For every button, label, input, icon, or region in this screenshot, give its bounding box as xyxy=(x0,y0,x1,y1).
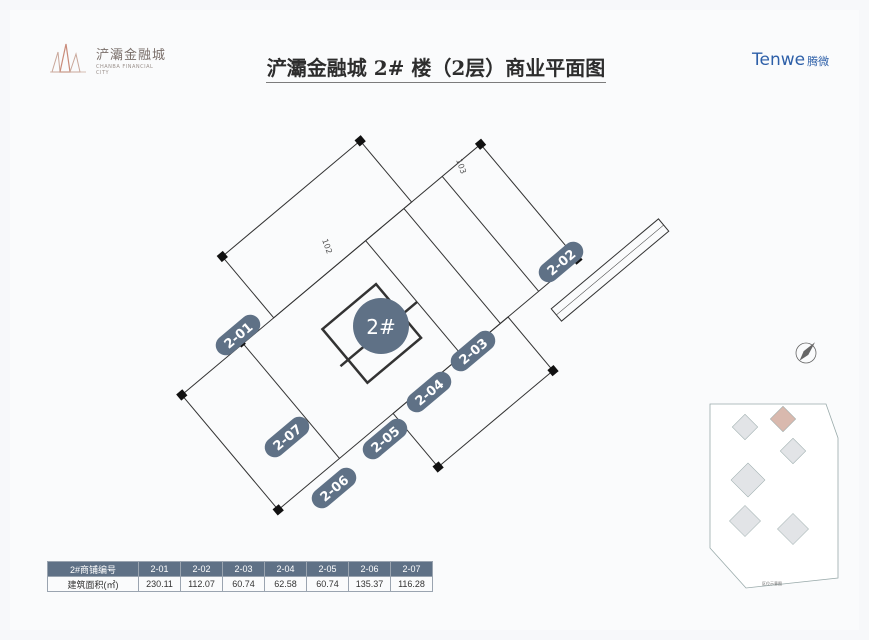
room-102: 102 xyxy=(320,238,334,255)
unit-2-07[interactable]: 2-07 xyxy=(261,413,314,462)
table-cell: 135.37 xyxy=(348,576,391,592)
brand-en: Tenwe xyxy=(752,50,806,70)
unit-2-05[interactable]: 2-05 xyxy=(359,415,412,464)
north-arrow-icon xyxy=(795,342,817,364)
room-103: 103 xyxy=(454,158,468,175)
logo: 浐灞金融城 CHANBA FINANCIAL CITY xyxy=(48,40,168,76)
brand-cn: 腾微 xyxy=(807,55,830,68)
table-cell: 116.28 xyxy=(390,576,433,592)
building-badge: 2# xyxy=(353,298,409,354)
table-header-id: 2#商铺编号 xyxy=(47,561,139,577)
key-plan xyxy=(709,403,839,589)
table-cell: 60.74 xyxy=(222,576,265,592)
table-cell: 2-04 xyxy=(264,561,307,577)
table-cell: 2-03 xyxy=(222,561,265,577)
table-cell: 2-01 xyxy=(138,561,181,577)
table-cell: 2-07 xyxy=(390,561,433,577)
building-label: 2# xyxy=(366,315,395,339)
table-row-ids: 2#商铺编号 2-01 2-02 2-03 2-04 2-05 2-06 2-0… xyxy=(47,561,433,577)
table-header-area: 建筑面积(㎡) xyxy=(47,576,139,592)
logo-mark-icon xyxy=(50,43,86,73)
table-cell: 2-05 xyxy=(306,561,349,577)
title-underline xyxy=(266,82,606,83)
lower-wing xyxy=(392,316,554,468)
table-row-areas: 建筑面积(㎡) 230.11 112.07 60.74 62.58 60.74 … xyxy=(47,576,433,592)
unit-2-01[interactable]: 2-01 xyxy=(212,311,265,360)
unit-2-03[interactable]: 2-03 xyxy=(447,327,500,376)
table-cell: 230.11 xyxy=(138,576,181,592)
escalator xyxy=(550,218,670,322)
table-cell: 2-02 xyxy=(180,561,223,577)
unit-2-06[interactable]: 2-06 xyxy=(308,464,361,513)
key-plan-caption: 区位示意图 xyxy=(762,581,782,586)
logo-text-en: CHANBA FINANCIAL CITY xyxy=(96,64,154,76)
upper-wing xyxy=(221,140,413,319)
table-cell: 112.07 xyxy=(180,576,223,592)
table-cell: 2-06 xyxy=(348,561,391,577)
logo-text-cn: 浐灞金融城 xyxy=(96,48,167,63)
area-table: 2#商铺编号 2-01 2-02 2-03 2-04 2-05 2-06 2-0… xyxy=(47,561,433,592)
unit-2-04[interactable]: 2-04 xyxy=(403,368,456,417)
page-title: 浐灞金融城 2# 楼（2层）商业平面图 xyxy=(266,56,606,80)
table-cell: 62.58 xyxy=(264,576,307,592)
table-cell: 60.74 xyxy=(306,576,349,592)
